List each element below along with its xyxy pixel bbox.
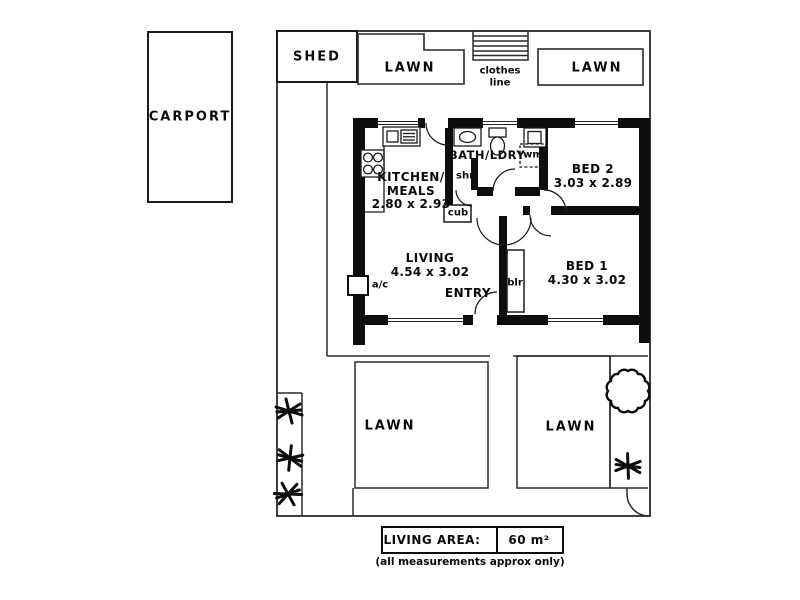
tree-icon xyxy=(605,368,651,414)
entry-door-arc xyxy=(474,291,498,315)
interior-walls xyxy=(445,128,650,315)
bench-line xyxy=(365,146,385,213)
entry-door-opening xyxy=(473,314,497,326)
living-dims: 4.54 x 3.02 xyxy=(390,265,470,279)
toilet-icon xyxy=(488,127,507,156)
bed2-door-arc xyxy=(543,189,567,213)
clothesline-label-2: line xyxy=(489,77,511,89)
bed2-label: BED 2 xyxy=(571,162,615,176)
cupboard-label: cub xyxy=(447,207,469,219)
shower-door-arc xyxy=(455,189,473,207)
lawn-label-bottom-left: LAWN xyxy=(364,418,416,434)
yard-lines xyxy=(277,82,648,516)
garden xyxy=(270,368,651,511)
bed1-label: BED 1 xyxy=(565,259,609,273)
lawn-topleft-outline xyxy=(357,33,465,85)
shed-label: SHED xyxy=(293,49,341,65)
back-door-arc xyxy=(425,122,449,146)
lawn-topright-outline xyxy=(537,48,644,86)
lawn-label-top-left: LAWN xyxy=(384,60,436,76)
plant-icon xyxy=(611,450,645,482)
window xyxy=(483,117,517,129)
window xyxy=(548,314,603,326)
entry-label: ENTRY xyxy=(444,286,492,300)
bath-door-arc xyxy=(492,168,516,192)
measurements-note: (all measurements approx only) xyxy=(375,556,565,568)
window xyxy=(388,314,463,326)
window xyxy=(575,117,618,129)
kitchen-label: KITCHEN/ xyxy=(377,170,445,184)
basin-icon xyxy=(453,127,482,147)
bath-label: BATH/LDRY xyxy=(448,148,526,162)
lawn-label-bottom-right: LAWN xyxy=(545,419,597,435)
ac-label: a/c xyxy=(371,279,389,291)
closets xyxy=(443,204,525,313)
clothesline-icon xyxy=(472,30,529,61)
gate-arc xyxy=(626,488,650,517)
oven-icon xyxy=(382,126,421,147)
ac-unit-icon xyxy=(347,275,369,296)
kitchen-label-2: MEALS xyxy=(386,184,436,198)
shed-outline xyxy=(276,30,358,83)
washing-machine-label: wm xyxy=(523,149,543,161)
kitchen-dims: 2.80 x 2.93 xyxy=(371,197,451,211)
kitchen-fixtures xyxy=(360,126,421,213)
door-arcs xyxy=(425,122,567,315)
living-area-value: 60 m² xyxy=(508,533,550,547)
washing-machine-box xyxy=(519,143,547,168)
bed2-dims: 3.03 x 2.89 xyxy=(553,176,633,190)
living-label: LIVING xyxy=(405,251,455,265)
bed1-dims: 4.30 x 3.02 xyxy=(547,273,627,287)
clothesline-label-1: clothes xyxy=(479,65,521,77)
carport-label: CARPORT xyxy=(148,109,232,125)
footer-box xyxy=(381,526,564,554)
living-area-label: LIVING AREA: xyxy=(383,533,481,547)
shower-label: shr xyxy=(455,170,475,182)
lawn-label-top-right: LAWN xyxy=(571,60,623,76)
stove-icon xyxy=(360,149,385,178)
trough-icon xyxy=(523,127,547,148)
windows-and-doors xyxy=(378,117,618,326)
boiler-closet-box xyxy=(506,249,525,313)
plant-icon xyxy=(274,397,304,425)
cupboard-box xyxy=(443,204,472,223)
back-door-opening xyxy=(425,117,448,129)
window xyxy=(378,117,418,129)
carport-outline xyxy=(147,31,233,203)
bath-fixtures xyxy=(453,127,547,168)
hall-arc-right xyxy=(503,217,532,246)
boiler-label: blr xyxy=(507,277,523,289)
bed1-door-arc xyxy=(529,214,552,237)
hall-arc-left xyxy=(476,217,505,246)
